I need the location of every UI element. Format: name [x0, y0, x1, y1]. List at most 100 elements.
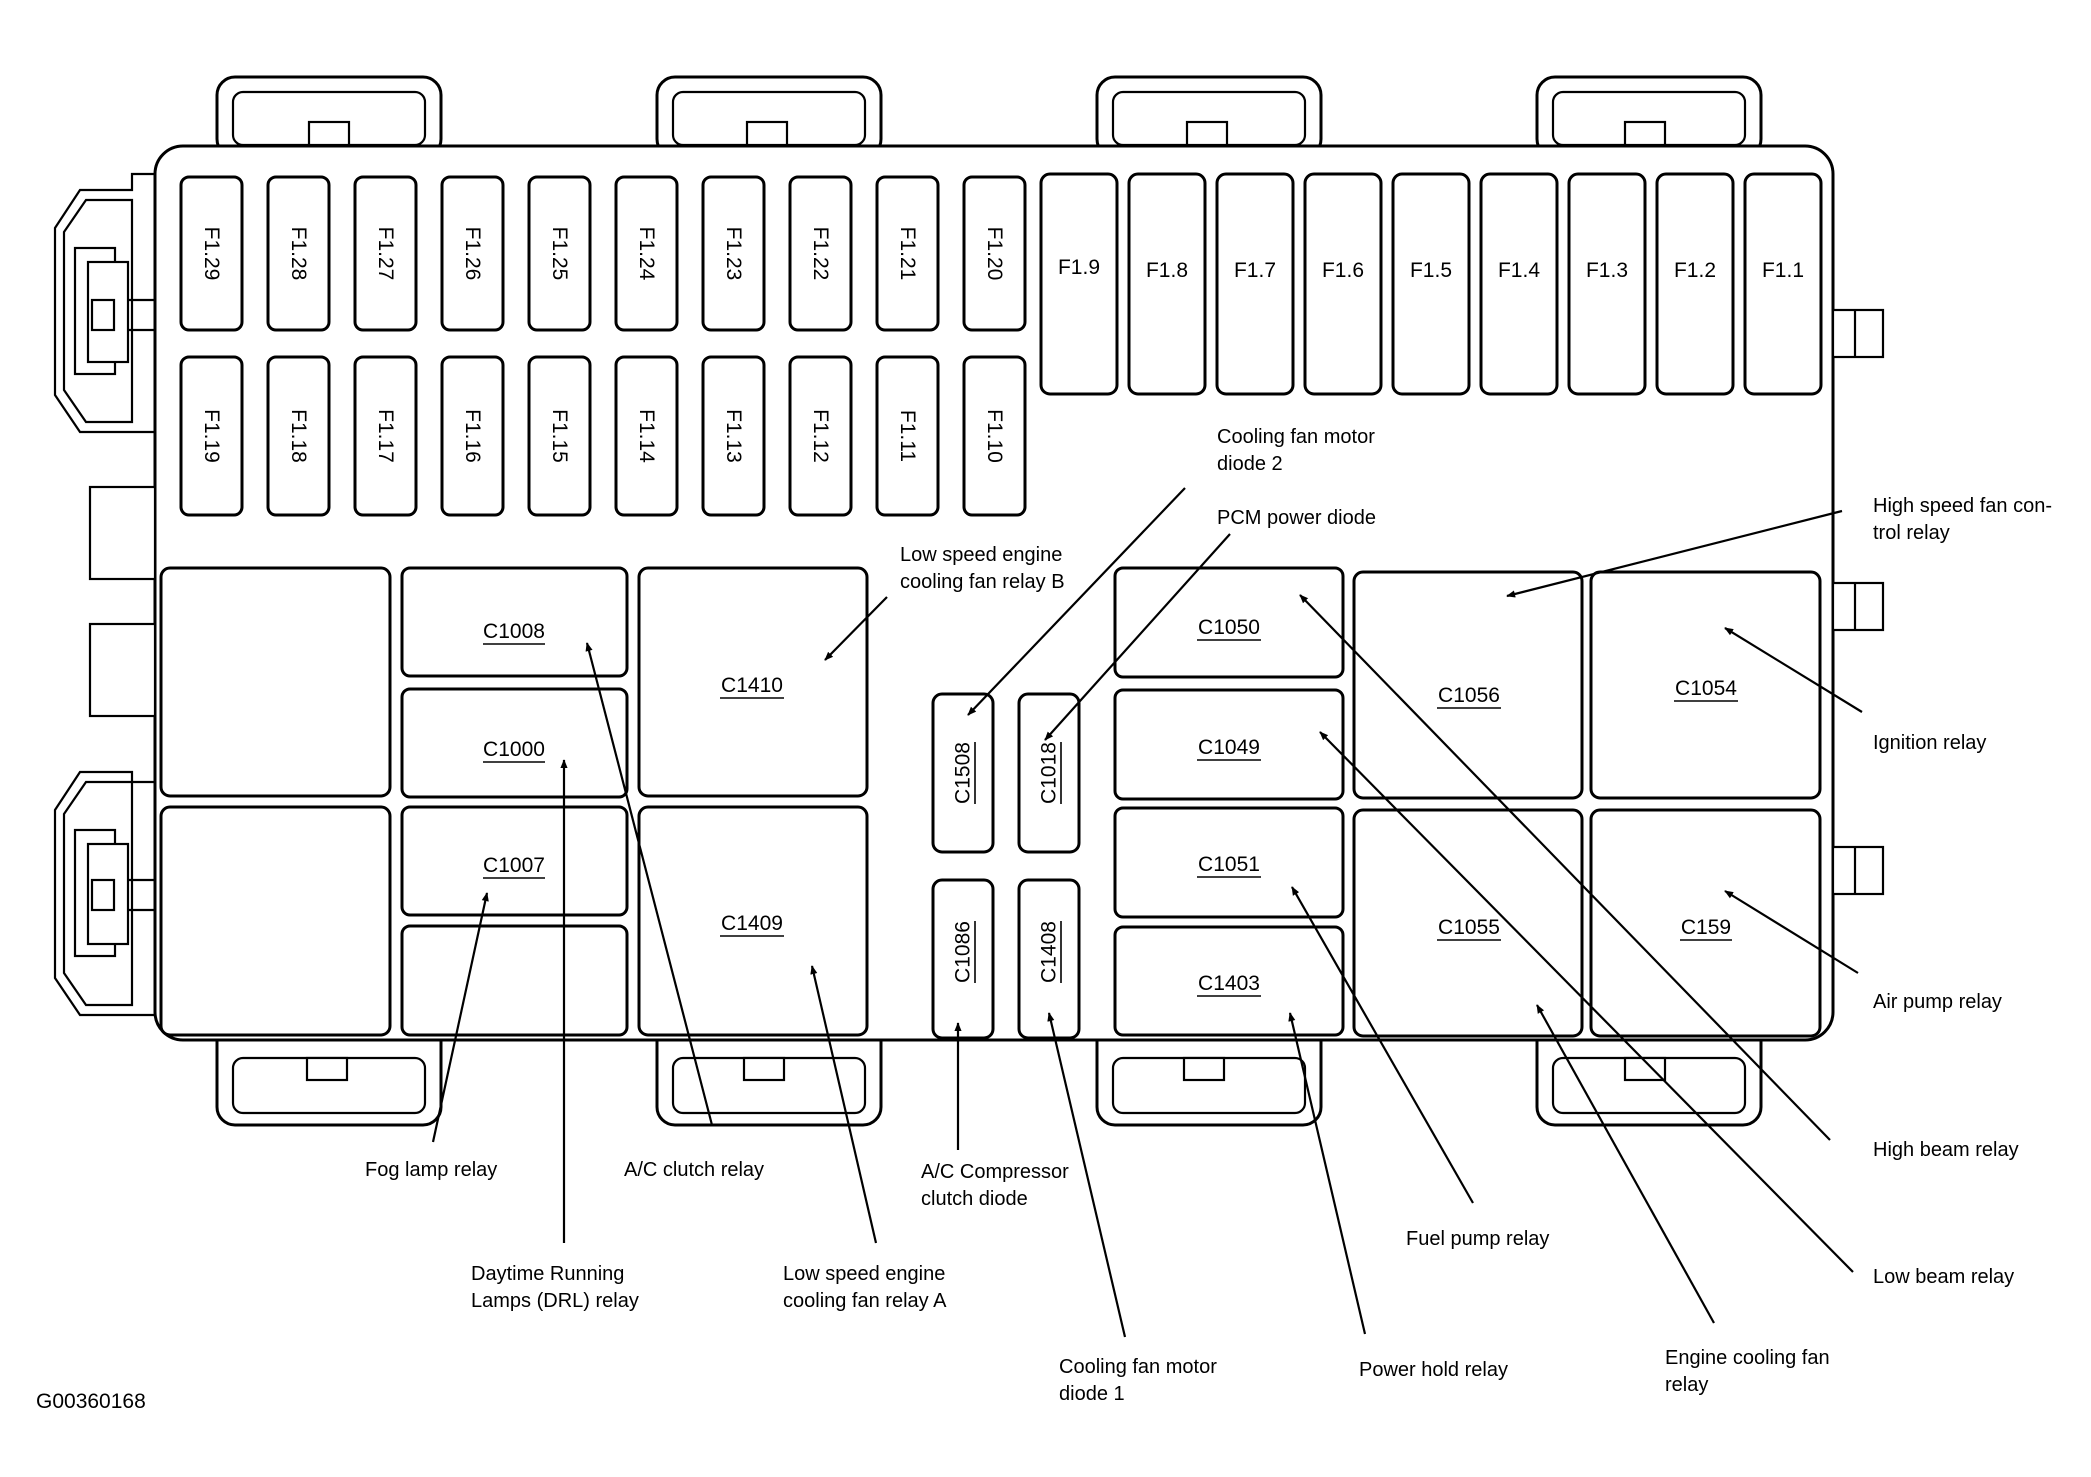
relay-c1409: C1409 [637, 805, 869, 1037]
relay-c1054: C1054 [1589, 570, 1822, 800]
large-fuse-slot: F1.2 [1655, 172, 1735, 396]
fuse-label: F1.17 [374, 409, 397, 463]
unlabeled-relay-slot [159, 805, 392, 1037]
leader-pcm-power-diode [1044, 533, 1231, 741]
fuse-label: F1.3 [1586, 259, 1628, 282]
fuse-slot: F1.16 [440, 355, 505, 517]
fuse-slot: F1.11 [875, 355, 940, 517]
relay-label: C1403 [1198, 972, 1260, 995]
fuse-label: F1.22 [809, 227, 832, 281]
callout-power-hold-relay: Power hold relay [1359, 1359, 1508, 1381]
callout-pcm-power-diode: PCM power diode [1217, 507, 1376, 529]
fuse-label: F1.13 [722, 409, 745, 463]
right-side-clips [1831, 308, 1885, 896]
relay-c159: C159 [1589, 808, 1822, 1038]
callout-high-speed-fan-control-relay-line2: trol relay [1873, 522, 1950, 544]
leader-power-hold-relay [1288, 1012, 1367, 1335]
fuse-slot: F1.10 [962, 355, 1027, 517]
callout-ac-compressor-clutch-diode-line1: A/C Compressor [921, 1161, 1069, 1183]
relay-c1049: C1049 [1113, 688, 1345, 801]
large-fuse-slot: F1.3 [1567, 172, 1647, 396]
left-connector-bottom [53, 770, 155, 1017]
fuse-label: F1.28 [287, 227, 310, 281]
callout-high-speed-fan-control-relay-line1: High speed fan con- [1873, 495, 2052, 517]
relay-c1050: C1050 [1113, 566, 1345, 679]
fuse-label: F1.6 [1322, 259, 1364, 282]
diode-label: C1086 [952, 921, 975, 983]
large-fuse-slot: F1.7 [1215, 172, 1295, 396]
leader-air-pump-relay [1724, 890, 1859, 974]
fuse-label: F1.10 [983, 409, 1006, 463]
fuse-label: F1.21 [896, 227, 919, 281]
callout-low-beam-relay: Low beam relay [1873, 1266, 2014, 1288]
fuse-label: F1.12 [809, 409, 832, 463]
fuse-slot: F1.27 [353, 175, 418, 332]
relay-label: C1056 [1438, 684, 1500, 707]
fuse-slot: F1.24 [614, 175, 679, 332]
callout-drl-relay-line1: Daytime Running [471, 1263, 624, 1285]
fuse-slot: F1.25 [527, 175, 592, 332]
callout-engine-cooling-fan-relay: Engine cooling fan relay [1665, 1347, 1835, 1396]
callout-leader-lines [431, 487, 1863, 1338]
large-fuse-slot: F1.8 [1127, 172, 1207, 396]
fuse-label: F1.25 [548, 227, 571, 281]
fuse-label: F1.27 [374, 227, 397, 281]
callout-air-pump-relay: Air pump relay [1873, 991, 2002, 1013]
large-fuse-slot: F1.4 [1479, 172, 1559, 396]
relay-label: C1055 [1438, 916, 1500, 939]
callout-cooling-fan-motor-diode-1: Cooling fan motor diode 1 [1059, 1356, 1222, 1405]
callout-engine-cooling-fan-relay-line1: Engine cooling fan [1665, 1347, 1830, 1369]
fuse-slot: F1.20 [962, 175, 1027, 332]
callout-low-speed-fan-relay-b: Low speed engine cooling fan relay B [900, 544, 1068, 593]
leader-low-speed-fan-relay-b [824, 596, 888, 661]
fuse-label: F1.18 [287, 409, 310, 463]
fuse-label: F1.7 [1234, 259, 1276, 282]
callout-engine-cooling-fan-relay-line2: relay [1665, 1374, 1708, 1396]
relay-c1403: C1403 [1113, 925, 1345, 1037]
fuse-slot: F1.22 [788, 175, 853, 332]
relay-label: C159 [1681, 916, 1731, 939]
fuse-slot: F1.18 [266, 355, 331, 517]
left-side-clips [88, 485, 157, 718]
callout-high-speed-fan-control-relay: High speed fan con- trol relay [1873, 495, 2058, 544]
relay-c1007: C1007 [400, 805, 629, 917]
fuse-label: F1.29 [200, 227, 223, 281]
large-fuse-slot: F1.6 [1303, 172, 1383, 396]
leader-cooling-fan-motor-diode-2 [967, 487, 1186, 716]
fuse-slot: F1.12 [788, 355, 853, 517]
top-mounting-tabs [215, 75, 1763, 159]
relay-label: C1007 [483, 854, 545, 877]
fuse-slot: F1.21 [875, 175, 940, 332]
relay-label: C1000 [483, 738, 545, 761]
small-fuses-top-row: F1.29 F1.28 F1.27 F1.26 F1.25 F1.24 F1.2… [179, 175, 1027, 332]
bottom-mounting-tabs [215, 1018, 1763, 1127]
large-fuse-slot: F1.5 [1391, 172, 1471, 396]
relay-label: C1049 [1198, 736, 1260, 759]
leader-high-beam-relay [1299, 594, 1831, 1141]
fuse-slot: F1.28 [266, 175, 331, 332]
small-fuses-bottom-row: F1.19 F1.18 F1.17 F1.16 F1.15 F1.14 F1.1… [179, 355, 1027, 517]
diode-c1086: C1086 [931, 878, 995, 1040]
diode-c1408: C1408 [1017, 878, 1081, 1040]
fuse-slot: F1.14 [614, 355, 679, 517]
callout-ac-compressor-clutch-diode: A/C Compressor clutch diode [921, 1161, 1074, 1210]
relay-label: C1008 [483, 620, 545, 643]
callout-drl-relay: Daytime Running Lamps (DRL) relay [471, 1263, 639, 1312]
callout-low-speed-fan-relay-a-line2: cooling fan relay A [783, 1290, 947, 1312]
fuse-label: F1.23 [722, 227, 745, 281]
diode-label: C1018 [1038, 742, 1061, 804]
diode-label: C1508 [952, 742, 975, 804]
leader-high-speed-fan-control-relay [1506, 509, 1843, 598]
leader-cooling-fan-motor-diode-1 [1047, 1012, 1127, 1338]
callout-low-speed-fan-relay-b-line2: cooling fan relay B [900, 571, 1065, 593]
unlabeled-relay-slot [400, 924, 629, 1037]
fuse-label: F1.8 [1146, 259, 1188, 282]
fuse-label: F1.26 [461, 227, 484, 281]
leader-engine-cooling-fan-relay [1536, 1004, 1715, 1324]
callout-ac-clutch-relay: A/C clutch relay [624, 1159, 764, 1181]
fuse-slot: F1.26 [440, 175, 505, 332]
fuse-label: F1.20 [983, 227, 1006, 281]
large-fuse-slot: F1.9 [1039, 172, 1119, 396]
callout-fog-lamp-relay: Fog lamp relay [365, 1159, 497, 1181]
